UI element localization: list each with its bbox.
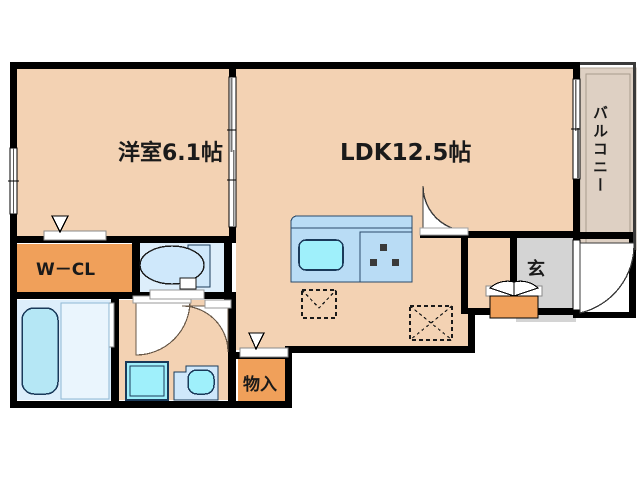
wall-exterior-left-lower: [10, 212, 17, 408]
wall-washroom-right-lower: [228, 352, 236, 408]
bathtub: [21, 307, 59, 395]
wall-right-top-stub: [573, 62, 580, 80]
entrance-door[interactable]: [572, 239, 635, 314]
vanity-basin: [187, 369, 215, 395]
wall-exterior-left-upper: [10, 62, 17, 150]
wall-ldk-hall-divider: [420, 231, 576, 238]
sliding-door-washitsu-ldk[interactable]: [227, 76, 237, 228]
kitchen-counter: [290, 215, 413, 283]
wall-washitsu-ldk-top: [229, 62, 236, 78]
overhead-storage-dashed-x: [409, 305, 453, 341]
wall-exterior-top: [10, 62, 580, 69]
bathtub-fixture: [18, 302, 110, 400]
wall-ldk-hall-left: [461, 238, 468, 314]
wall-bath-washroom-divider: [111, 296, 119, 408]
bath-floor-area: [60, 302, 110, 400]
wall-right-mid: [573, 178, 580, 244]
closet-monoire-fill: [238, 358, 288, 406]
kitchen-sink: [298, 239, 344, 271]
wall-under-wcl: [10, 292, 236, 299]
shoe-cabinet-doors[interactable]: [485, 280, 543, 297]
label-balcony: バルコニー: [591, 105, 609, 195]
stove-burner-3: [392, 259, 399, 266]
label-monoire: 物入: [243, 374, 277, 395]
wall-entrance-top: [573, 232, 635, 239]
wall-hall-genkan-divider: [510, 238, 517, 314]
wall-under-washitsu: [10, 236, 236, 243]
toilet-base: [179, 277, 197, 290]
toilet-fixture: [139, 244, 211, 290]
washing-machine-inner: [129, 365, 165, 397]
label-ldk: LDK12.5帖: [340, 140, 471, 166]
overhead-storage-dashed: [301, 289, 337, 319]
wcl-sliding-door[interactable]: [43, 215, 107, 241]
label-washitsu: 洋室6.1帖: [118, 140, 223, 166]
room-ldk-floor-upper: [236, 66, 576, 238]
wall-toilet-right: [224, 236, 232, 300]
wall-wcl-toilet-divider: [132, 236, 140, 296]
stove-burner-2: [370, 259, 377, 266]
toilet-bowl: [139, 245, 205, 285]
wall-exterior-bottom-left: [10, 401, 292, 408]
shoe-cabinet: [489, 295, 539, 319]
monoire-sliding-door[interactable]: [239, 332, 289, 358]
window-west: [8, 147, 19, 215]
kitchen-stove-counter: [359, 231, 413, 283]
balcony-rail-top: [580, 62, 636, 65]
wall-step-hall: [468, 308, 475, 353]
hinged-door-corridor[interactable]: [181, 299, 232, 353]
door-toilet[interactable]: [149, 289, 205, 300]
wall-entrance-right: [629, 238, 636, 318]
hinged-door-ldk-hall[interactable]: [419, 185, 469, 236]
closet-wcl-fill: [14, 244, 132, 292]
balcony-sliding-door[interactable]: [571, 78, 581, 180]
wall-washroom-right-upper: [228, 296, 236, 354]
wall-washitsu-ldk-bottom: [229, 226, 236, 238]
room-washitsu-floor: [14, 66, 234, 238]
label-genkan: 玄: [527, 258, 545, 280]
wall-entrance-bottom: [573, 312, 635, 318]
vanity-sink: [173, 365, 219, 401]
wall-exterior-bottom-mid: [285, 346, 475, 353]
label-wcl: W－CL: [36, 260, 95, 280]
stove-burner-1: [380, 244, 387, 251]
wall-monoire-right: [285, 352, 292, 408]
balcony-rail-right: [633, 62, 636, 250]
